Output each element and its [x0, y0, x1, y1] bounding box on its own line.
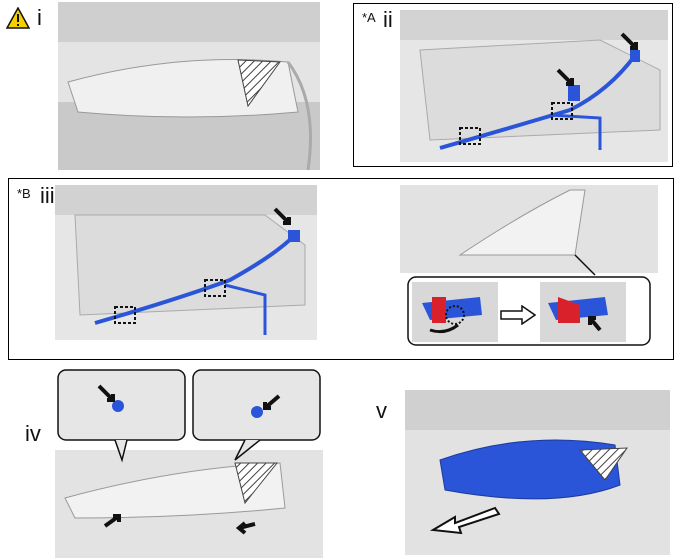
panel-ii-illustration [400, 10, 668, 162]
panel-iii-illustration [55, 185, 317, 340]
panel-iii-frame [8, 178, 674, 360]
step-tag-b: *B [17, 186, 31, 201]
panel-iv-illustration [55, 368, 323, 558]
panel-iii-detail-illustration [400, 185, 658, 353]
step-tag-a: *A [362, 10, 376, 25]
step-label-ii: ii [383, 7, 393, 32]
warning-icon [5, 6, 31, 29]
step-label-iii: iii [40, 183, 55, 208]
panel-v-illustration [405, 390, 670, 555]
step-label-i: i [37, 5, 42, 30]
step-label-v: v [376, 398, 387, 423]
panel-ii-frame [353, 3, 673, 167]
panel-i-illustration [58, 2, 320, 170]
outline-arrow-icon [500, 304, 537, 326]
step-label-iv: iv [25, 421, 41, 446]
